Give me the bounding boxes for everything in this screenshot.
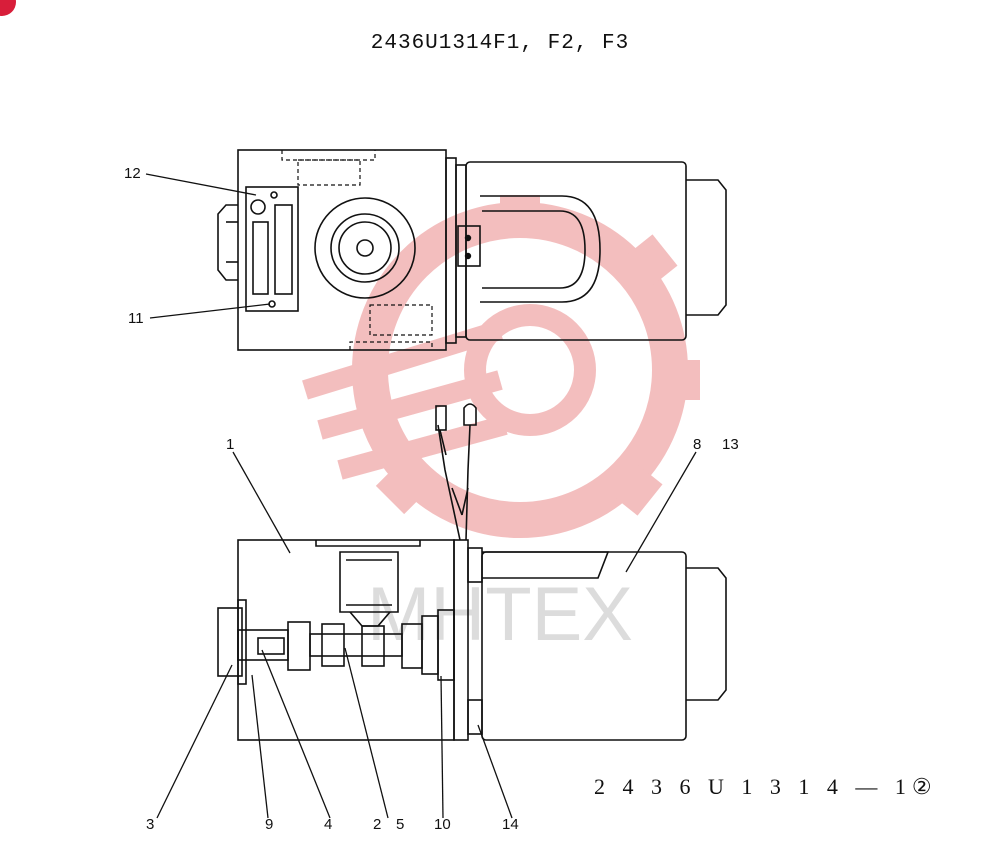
callout-5: 5: [396, 816, 405, 833]
side-view: [217, 403, 727, 741]
callout-12: 12: [124, 165, 141, 182]
watermark-text: MHTEX: [367, 572, 633, 657]
top-view: [217, 149, 727, 351]
diagram-title: 2436U1314F1, F2, F3: [370, 32, 630, 55]
callout-4: 4: [324, 816, 333, 833]
callout-8: 8: [693, 436, 702, 453]
callout-10: 10: [434, 816, 451, 833]
nameplate: [245, 186, 299, 312]
watermark-logo: [302, 195, 700, 538]
drawing-number: 2 4 3 6 U 1 3 1 4 — 1②: [594, 774, 938, 799]
callout-14: 14: [502, 816, 519, 833]
leader-lines: [145, 173, 697, 819]
callout-11: 11: [128, 310, 144, 327]
callout-2: 2: [373, 816, 382, 833]
callout-13: 13: [722, 436, 739, 453]
coil-top: [465, 161, 687, 341]
callout-3: 3: [146, 816, 155, 833]
callout-1: 1: [226, 436, 235, 453]
callout-9: 9: [265, 816, 274, 833]
